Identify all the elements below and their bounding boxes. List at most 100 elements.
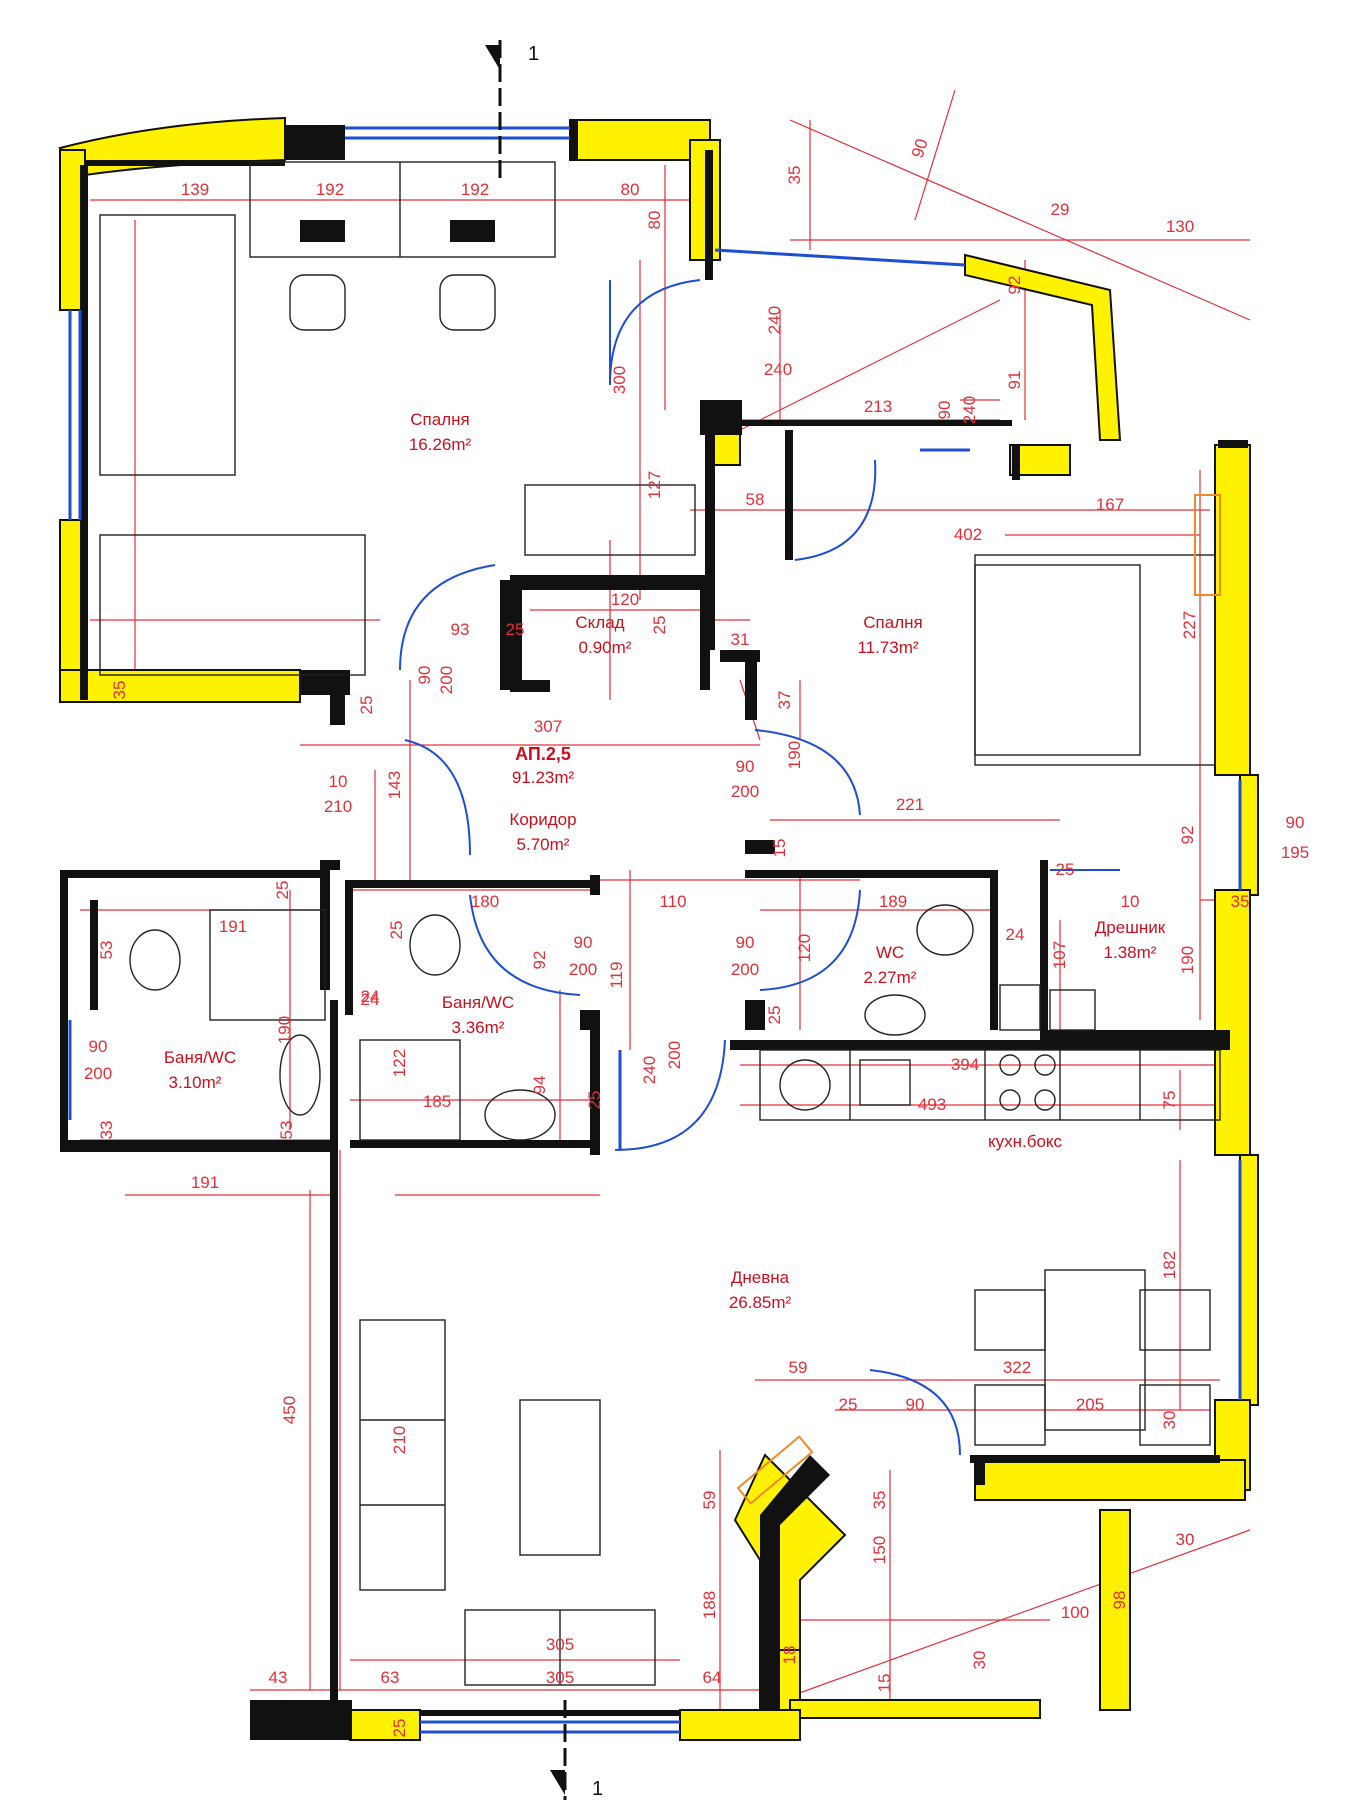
dimension-label: 200 <box>84 1064 112 1083</box>
dimension-label: 192 <box>316 180 344 199</box>
dimension-label: 91 <box>1005 371 1024 390</box>
room-name: кухн.бокс <box>988 1132 1063 1151</box>
dimension-label: 90 <box>935 401 954 420</box>
room-area: 2.27m² <box>864 968 917 987</box>
room-name: Дрешник <box>1095 918 1166 937</box>
dimension-label: 322 <box>1003 1358 1031 1377</box>
dimension-label: 33 <box>97 1121 116 1140</box>
dimension-label: 119 <box>607 961 626 988</box>
room-labels: Спалня 16.26m² Спалня 11.73m² Склад 0.90… <box>164 410 1166 1312</box>
dimension-label: 63 <box>381 1668 400 1687</box>
room-area: 11.73m² <box>857 638 918 657</box>
dimension-label: 394 <box>951 1055 979 1074</box>
dimension-label: 35 <box>1231 892 1250 911</box>
dimension-label: 240 <box>640 1056 659 1084</box>
dimension-label: 195 <box>1281 843 1309 862</box>
dimension-label: 150 <box>870 1536 889 1564</box>
walls <box>60 120 1248 1740</box>
dimension-label: 213 <box>864 397 892 416</box>
dimension-label: 191 <box>191 1173 219 1192</box>
dimension-label: 188 <box>700 1591 719 1619</box>
dimension-label: 24 <box>1006 925 1025 944</box>
room-name: WC <box>876 943 904 962</box>
dimension-label: 100 <box>1061 1603 1089 1622</box>
dimension-label: 25 <box>387 921 406 940</box>
dimension-label: 10 <box>1121 892 1140 911</box>
dimension-label: 300 <box>610 366 629 394</box>
dimension-label: 59 <box>700 1491 719 1510</box>
room-area: 0.90m² <box>579 638 632 657</box>
room-area: 16.26m² <box>409 435 472 454</box>
dimension-label: 182 <box>1160 1251 1179 1279</box>
dimension-label: 190 <box>1178 946 1197 974</box>
room-area: 1.38m² <box>1104 943 1157 962</box>
dimension-label: 122 <box>390 1049 409 1077</box>
dimension-label: 200 <box>569 960 597 979</box>
dimension-label: 210 <box>390 1426 409 1454</box>
dimension-label: 18 <box>780 1646 799 1665</box>
dimension-label: 90 <box>89 1037 108 1056</box>
dimension-label: 130 <box>1166 217 1194 236</box>
dimension-label: 92 <box>1005 276 1024 295</box>
dimension-label: 200 <box>665 1041 684 1069</box>
section-mark-bottom: 1 <box>550 1700 603 1800</box>
dimension-label: 240 <box>960 396 979 424</box>
dimension-label: 90 <box>736 933 755 952</box>
dimension-label: 15 <box>875 1674 894 1693</box>
room-name: Дневна <box>731 1268 790 1287</box>
dimension-label: 25 <box>585 1091 604 1110</box>
dimension-label: 25 <box>506 620 525 639</box>
room-name: Спалня <box>863 613 922 632</box>
dimension-label: 190 <box>275 1016 294 1044</box>
dimension-label: 30 <box>970 1651 989 1670</box>
dimension-label: 75 <box>1160 1091 1179 1110</box>
dimension-label: 93 <box>451 620 470 639</box>
dimension-label: 37 <box>775 691 794 710</box>
dimension-label: 450 <box>280 1396 299 1424</box>
room-area: 26.85m² <box>729 1293 792 1312</box>
dimension-label: 25 <box>357 696 376 715</box>
furniture <box>99 161 1221 1686</box>
dimension-label: 35 <box>785 166 804 185</box>
dimension-label: 29 <box>1051 200 1070 219</box>
section-mark-top: 1 <box>485 40 539 180</box>
dimension-label: 15 <box>770 839 789 858</box>
dimension-label: 402 <box>954 525 982 544</box>
dimension-label: 31 <box>731 630 750 649</box>
room-name: Спалня <box>410 410 469 429</box>
room-name: Склад <box>575 613 624 632</box>
dimension-label: 92 <box>530 951 549 970</box>
dimension-label: 58 <box>746 490 765 509</box>
room-name: Баня/WC <box>164 1048 236 1067</box>
dimension-label: 210 <box>324 797 352 816</box>
room-area: 3.36m² <box>452 1018 505 1037</box>
dimension-label: 307 <box>534 717 562 736</box>
dimension-label: 35 <box>110 681 129 700</box>
dimension-label: 190 <box>785 741 804 769</box>
dimension-label: 240 <box>764 360 792 379</box>
dimension-label: 98 <box>1110 1591 1129 1610</box>
dimension-label: 227 <box>1180 611 1199 639</box>
dimension-label: 53 <box>277 1121 296 1140</box>
dimension-label: 80 <box>645 211 664 230</box>
dimension-label: 200 <box>731 782 759 801</box>
dimension-label: 90 <box>1286 813 1305 832</box>
dimension-label: 94 <box>530 1076 549 1095</box>
dimension-label: 25 <box>390 1719 409 1738</box>
room-area: 5.70m² <box>517 835 570 854</box>
section-mark-label-bottom: 1 <box>592 1778 603 1800</box>
dimension-label: 139 <box>181 180 209 199</box>
dimension-label: 25 <box>839 1395 858 1414</box>
dimension-label: 305 <box>546 1635 574 1654</box>
apartment-area: 91.23m² <box>512 768 575 787</box>
dimension-label: 35 <box>870 1491 889 1510</box>
dimension-label: 127 <box>645 471 664 499</box>
dimension-label: 10 <box>329 772 348 791</box>
apartment-code: АП.2,5 <box>515 744 571 764</box>
dimension-label: 192 <box>461 180 489 199</box>
dimension-label: 205 <box>1076 1395 1104 1414</box>
dimension-label: 80 <box>621 180 640 199</box>
dimension-label: 90 <box>415 666 434 685</box>
dimension-label: 191 <box>219 917 247 936</box>
dimension-label: 200 <box>437 666 456 694</box>
